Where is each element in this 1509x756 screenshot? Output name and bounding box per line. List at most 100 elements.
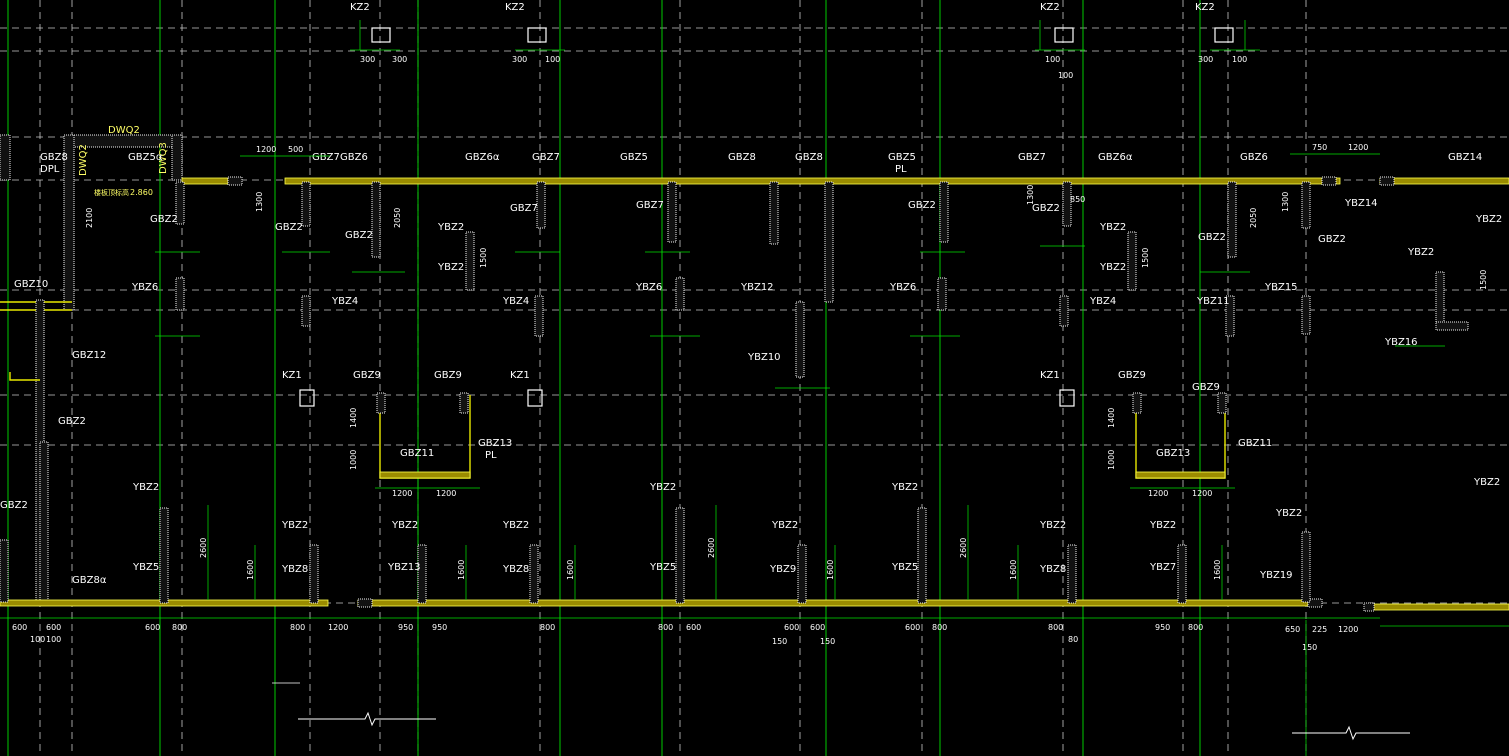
slab-note: 楼板顶标高 — [94, 188, 129, 197]
dim-label: 100 — [46, 635, 61, 644]
dim-label: 500 — [288, 145, 303, 154]
break-lines — [272, 682, 1410, 741]
dim-label: 100 — [1232, 55, 1247, 64]
vdim-label: 1000 — [1107, 450, 1116, 470]
gbz14-label: GBZ14 — [1448, 152, 1482, 163]
row5-elements: YBZ2 YBZ2 YBZ2 YBZ2 YBZ2 YBZ2 YBZ2 YBZ2 … — [0, 477, 1500, 604]
kz2-column-3[interactable]: KZ2 100 100 — [1035, 2, 1085, 80]
gbz2-label: GBZ2 — [345, 230, 373, 241]
ybz5-label: YBZ5 — [891, 562, 918, 573]
gbz2-label: GBZ2 — [908, 200, 936, 211]
ybz8-label: YBZ8 — [502, 564, 529, 575]
kz2-column-2[interactable]: KZ2 300 100 — [505, 2, 565, 64]
stair-core-left[interactable]: DWQ2 DWQ2 DWQ3 2.860 楼板顶标高 GBZ8 DPL GBZ5… — [0, 125, 183, 311]
gbz13-label: GBZ13 — [1156, 448, 1190, 459]
kz2-shape — [527, 27, 547, 43]
ybz12-label: YBZ12 — [740, 282, 774, 293]
dim-label: 950 — [398, 623, 413, 632]
dim-label: 600 — [784, 623, 799, 632]
vdim-label: 1400 — [1107, 408, 1116, 428]
vdim-label: 2050 — [1249, 208, 1258, 228]
dim-label: 850 — [1070, 195, 1085, 204]
vdim-label: 2600 — [707, 538, 716, 558]
dim-label: 150 — [1302, 643, 1317, 652]
dim-label: 300 — [360, 55, 375, 64]
ybz15-label: YBZ15 — [1264, 282, 1298, 293]
dim-label: 300 — [1198, 55, 1213, 64]
dim-label: 600 — [145, 623, 160, 632]
vdim-label: 1500 — [479, 248, 488, 268]
row4-elements: KZ1 KZ1 KZ1 GBZ9 GBZ9 GBZ9 GBZ9 GBZ11 GB… — [39, 370, 1272, 603]
dim-label: 300 — [392, 55, 407, 64]
vdim-label: 1600 — [1213, 560, 1222, 580]
gbz9-label: GBZ9 — [1118, 370, 1146, 381]
vdim-label: 1300 — [255, 192, 264, 212]
dim-label: 800 — [658, 623, 673, 632]
gbz8a-label: GBZ8α — [72, 575, 107, 586]
dim-label: 1200 — [436, 489, 456, 498]
dim-label: 1200 — [1148, 489, 1168, 498]
right-dotted-wall — [171, 134, 183, 181]
dim-label: 1200 — [256, 145, 276, 154]
kz2-shape — [1054, 27, 1074, 43]
ybz6-label: YBZ6 — [131, 282, 158, 293]
vdim-label: 1300 — [1281, 192, 1290, 212]
ybz2-label: YBZ2 — [1473, 477, 1500, 488]
gbz5-label: GBZ5 — [620, 152, 648, 163]
vdim-label: 1600 — [826, 560, 835, 580]
vertical-dimensions: 1400 1000 1400 1000 2600 2600 2600 1600 … — [85, 185, 1488, 580]
dim-label: 650 — [1285, 625, 1300, 634]
vdim-label: 1300 — [1026, 185, 1035, 205]
ybz9-label: YBZ9 — [769, 564, 796, 575]
dim-label: 800 — [290, 623, 305, 632]
top-wall-band — [181, 176, 1509, 186]
ybz5-label: YBZ5 — [132, 562, 159, 573]
vdim-label: 1500 — [1141, 248, 1150, 268]
ybz2-label: YBZ2 — [281, 520, 308, 531]
gbz6-label: GBZ6 — [1240, 152, 1268, 163]
gbz12-label: GBZ12 — [72, 350, 106, 361]
ybz2-label: YBZ2 — [771, 520, 798, 531]
dim-label: 950 — [432, 623, 447, 632]
ybz4-label: YBZ4 — [331, 296, 358, 307]
kz2-label: KZ2 — [505, 2, 525, 13]
ybz4-label: YBZ4 — [502, 296, 529, 307]
pl-label: PL — [895, 164, 907, 175]
kz2-column-4[interactable]: KZ2 300 100 — [1195, 2, 1260, 64]
dim-label: 600 — [810, 623, 825, 632]
elevation-label: 2.860 — [130, 188, 153, 197]
left-dotted-column — [0, 134, 11, 181]
axis-lines — [7, 0, 1201, 756]
gbz2-label: GBZ2 — [1032, 203, 1060, 214]
gbz7-label: GBZ7 — [312, 152, 340, 163]
ybz7-label: YBZ7 — [1149, 562, 1176, 573]
dwq3-label: DWQ3 — [158, 142, 169, 174]
dim-label: 600 — [905, 623, 920, 632]
top-kz2-group: KZ2 300 300 KZ2 300 100 KZ2 100 100 KZ2 … — [350, 2, 1260, 80]
ybz2-label: YBZ2 — [502, 520, 529, 531]
gbz9-label: GBZ9 — [434, 370, 462, 381]
ybz2-label: YBZ2 — [1099, 262, 1126, 273]
dim-label: 100 — [1045, 55, 1060, 64]
ybz2-label: YBZ2 — [891, 482, 918, 493]
kz2-column-1[interactable]: KZ2 300 300 — [350, 2, 407, 64]
dim-label: 800 — [540, 623, 555, 632]
dim-label: 800 — [172, 623, 187, 632]
row2-labels: GBZ2 GBZ2 GBZ2 YBZ2 YBZ2 GBZ7 GBZ7 GBZ2 … — [150, 198, 1502, 331]
gbz11-label: GBZ11 — [400, 448, 434, 459]
gbz7-label: GBZ7 — [532, 152, 560, 163]
gbz7-label: GBZ7 — [1018, 152, 1046, 163]
gbz2-label: GBZ2 — [1318, 234, 1346, 245]
ybz5-label: YBZ5 — [649, 562, 676, 573]
gbz9-label: GBZ9 — [353, 370, 381, 381]
dim-label: 1200 — [1348, 143, 1368, 152]
ybz8-label: YBZ8 — [281, 564, 308, 575]
gbz7-label: GBZ7 — [636, 200, 664, 211]
dim-label: 100 — [1058, 71, 1073, 80]
dim-label: 800 — [1188, 623, 1203, 632]
ybz2-label: YBZ2 — [132, 482, 159, 493]
ybz2-label: YBZ2 — [437, 262, 464, 273]
gbz10-label: GBZ10 — [14, 279, 48, 290]
